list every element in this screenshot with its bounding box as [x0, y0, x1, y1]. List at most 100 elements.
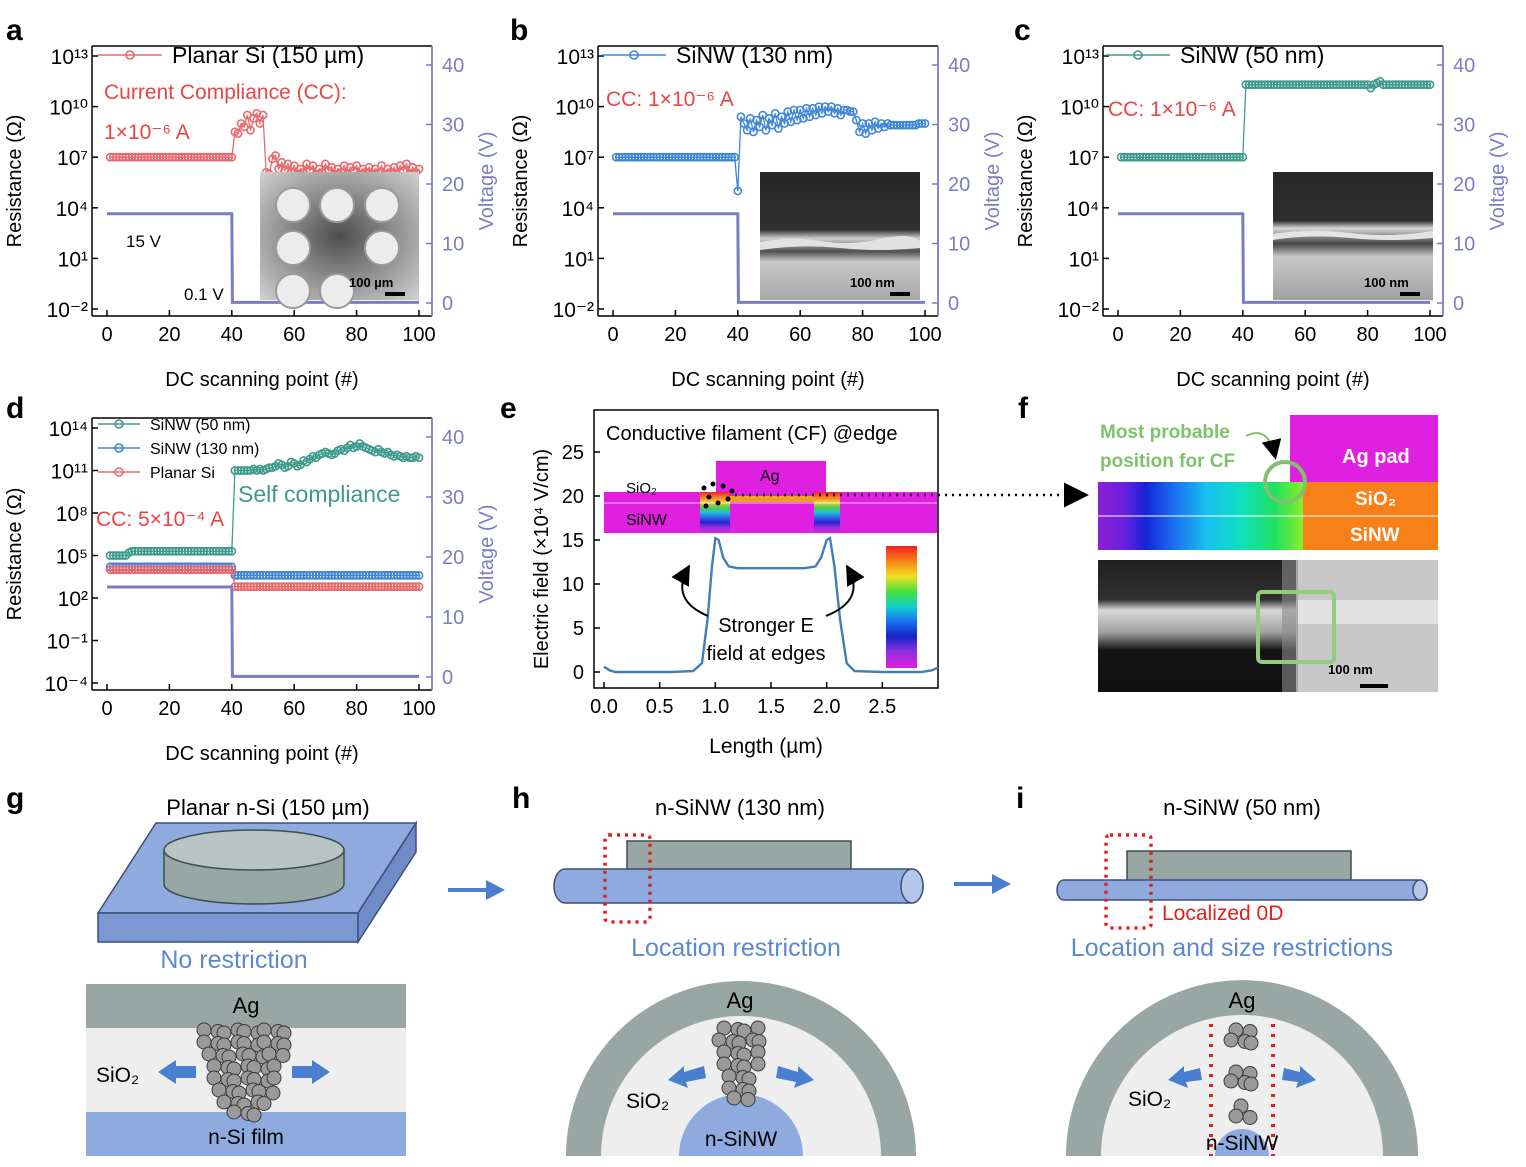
data-point — [283, 570, 293, 580]
data-point — [886, 120, 896, 130]
data-point — [367, 582, 377, 592]
g-ag-label: Ag — [233, 993, 260, 1018]
plot-frame — [593, 409, 939, 689]
data-point — [667, 152, 677, 162]
data-point — [414, 570, 424, 580]
data-point — [677, 152, 687, 162]
data-point — [1266, 80, 1276, 90]
data-point — [136, 546, 146, 556]
data-point — [1275, 80, 1285, 90]
y2-tick-label: 20 — [442, 174, 464, 196]
data-point — [1344, 80, 1354, 90]
i-localized-label: Localized 0D — [1162, 902, 1283, 925]
y-tick-label: 10¹⁰ — [555, 97, 594, 120]
data-point — [699, 152, 708, 162]
data-point — [661, 152, 671, 162]
data-point — [183, 565, 193, 575]
data-point — [389, 582, 399, 592]
e-field-line — [603, 536, 939, 674]
data-point — [161, 546, 171, 556]
data-point — [149, 546, 159, 556]
data-point — [361, 582, 371, 592]
data-point — [267, 582, 277, 592]
data-point — [258, 110, 268, 120]
data-point — [364, 570, 374, 580]
data-point — [214, 565, 224, 575]
i-substrate-label: n-SiNW — [1206, 1132, 1279, 1155]
y2-tick-label: 30 — [442, 115, 464, 137]
data-point — [1213, 152, 1223, 162]
legend-label: SiNW (50 nm) — [150, 417, 250, 434]
data-point — [227, 152, 237, 162]
data-point — [380, 570, 390, 580]
data-point — [1207, 152, 1216, 162]
data-point — [258, 582, 268, 592]
e-title: Conductive filament (CF) @edge — [606, 423, 898, 445]
data-point — [252, 582, 262, 592]
voltage-line — [613, 212, 925, 304]
data-point — [171, 565, 181, 575]
i-ag-label: Ag — [1229, 988, 1256, 1013]
y-tick-label: 10¹⁰ — [49, 97, 88, 120]
data-point — [174, 152, 184, 162]
i-nanowire-device — [1056, 833, 1428, 930]
data-point — [761, 125, 771, 135]
y-tick-label: 10 — [562, 574, 584, 596]
data-point — [895, 120, 905, 130]
data-point — [236, 582, 246, 592]
data-point — [398, 582, 408, 592]
data-point — [1419, 80, 1429, 90]
ag-atom — [246, 1107, 262, 1123]
data-point — [1222, 152, 1232, 162]
data-point — [292, 570, 302, 580]
data-point — [1119, 152, 1129, 162]
data-point — [773, 124, 783, 133]
data-point — [115, 152, 124, 162]
data-point — [1272, 80, 1282, 90]
data-point — [1135, 152, 1145, 162]
e-arrow-right — [825, 564, 865, 617]
data-point — [274, 570, 283, 580]
y2-tick-label: 40 — [1453, 55, 1475, 77]
x-tick-label: 80 — [345, 698, 367, 720]
data-point — [386, 570, 396, 580]
x-tick-label: 40 — [727, 324, 749, 346]
data-point — [1285, 80, 1294, 90]
cf-label-line2: position for CF — [1100, 451, 1235, 472]
data-point — [352, 582, 361, 592]
data-point — [324, 570, 333, 580]
data-point — [174, 546, 184, 556]
y-tick-label: 10¹ — [1069, 248, 1099, 271]
data-point — [383, 582, 393, 592]
data-point — [224, 565, 234, 575]
data-point — [405, 582, 415, 592]
data-point — [296, 570, 305, 580]
data-point — [233, 466, 243, 475]
y2-tick-label: 10 — [948, 234, 970, 256]
y2-tick-label: 0 — [442, 293, 453, 315]
data-point — [239, 466, 249, 475]
ag-atom — [750, 1056, 766, 1072]
y-tick-label: 10¹ — [564, 248, 594, 271]
data-point — [636, 152, 646, 162]
data-point — [171, 152, 181, 162]
data-point — [283, 582, 293, 592]
data-point — [1185, 152, 1195, 162]
y-axis-label: Resistance (Ω) — [4, 488, 26, 621]
data-point — [327, 570, 337, 580]
data-point — [402, 570, 411, 580]
data-point — [374, 582, 383, 592]
arrow-g-to-h — [448, 880, 505, 900]
data-point — [308, 582, 318, 592]
data-point — [917, 119, 927, 128]
x-tick-label: 20 — [664, 324, 686, 346]
data-point — [146, 152, 156, 162]
data-point — [1144, 152, 1154, 162]
data-point — [161, 565, 171, 575]
data-point — [858, 119, 867, 128]
h-filament — [711, 1020, 767, 1107]
y-tick-label: 10⁴ — [562, 198, 594, 221]
data-point — [115, 551, 124, 560]
data-point — [168, 152, 177, 162]
